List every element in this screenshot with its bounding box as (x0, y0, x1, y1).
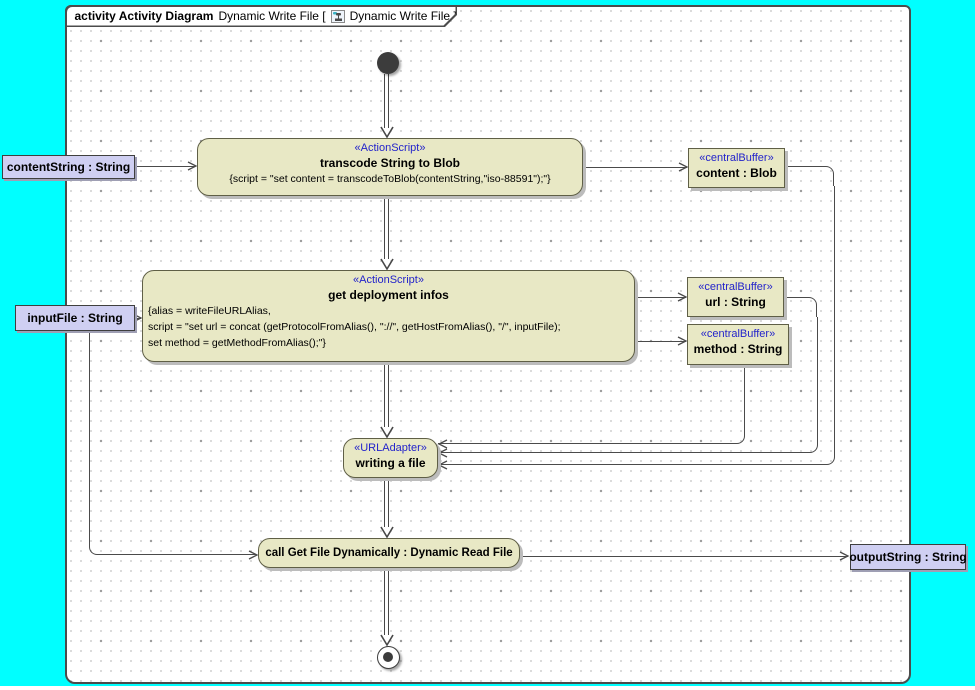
object-flow-method-to-writing[interactable] (438, 365, 745, 444)
canvas-edge-strip (0, 686, 975, 690)
stereotype-label: «URLAdapter» (354, 442, 427, 454)
frame-heading-tab[interactable]: activity Activity Diagram Dynamic Write … (65, 5, 457, 27)
arrowhead-left-icon (437, 448, 448, 458)
action-name: get deployment infos (328, 288, 449, 302)
object-flow-deployment-to-url[interactable] (635, 297, 686, 298)
arrowhead-left-icon (437, 439, 448, 449)
arrowhead-right-icon (677, 336, 688, 346)
arrowhead-down-icon (380, 634, 394, 647)
action-script-line: set method = getMethodFromAlias();"} (148, 337, 326, 349)
control-flow-deployment-to-writing[interactable] (384, 362, 389, 427)
action-get-deployment-infos[interactable]: «ActionScript» get deployment infos {ali… (142, 270, 635, 362)
url-adapter-writing-a-file[interactable]: «URLAdapter» writing a file (343, 438, 438, 478)
arrowhead-down-icon (380, 426, 394, 439)
final-node-dot (382, 651, 393, 662)
action-name: call Get File Dynamically : Dynamic Read… (265, 547, 513, 559)
activity-final-node[interactable] (377, 646, 400, 669)
pin-label: outputString : String (849, 550, 967, 564)
buffer-name: method : String (693, 342, 783, 356)
buffer-name: url : String (705, 295, 766, 309)
arrowhead-right-icon (248, 550, 259, 560)
activity-diagram-icon (331, 10, 345, 23)
arrowhead-down-icon (380, 258, 394, 271)
object-flow-inputfile-to-deployment[interactable] (135, 318, 141, 319)
object-flow-url-to-writing[interactable] (438, 317, 818, 453)
frame-heading-diagram-name: Dynamic Write File [ (218, 9, 326, 23)
stereotype-label: «ActionScript» (354, 142, 426, 154)
object-node-inputfile[interactable]: inputFile : String (15, 305, 135, 331)
arrowhead-down-icon (380, 526, 394, 539)
central-buffer-method[interactable]: «centralBuffer» method : String (687, 324, 789, 365)
control-flow-initial-to-transcode[interactable] (384, 74, 389, 128)
central-buffer-content[interactable]: «centralBuffer» content : Blob (688, 148, 785, 188)
arrowhead-right-icon (678, 162, 689, 172)
action-script-text: {script = "set content = transcodeToBlob… (229, 173, 551, 185)
pin-label: contentString : String (6, 160, 131, 174)
arrowhead-right-icon (187, 161, 198, 171)
arrowhead-right-icon (677, 292, 688, 302)
object-flow-inputfile-to-call[interactable] (89, 331, 256, 555)
stereotype-label: «centralBuffer» (698, 281, 773, 293)
initial-node[interactable] (377, 52, 399, 74)
action-script-line: {alias = writeFileURLAlias, (148, 305, 271, 317)
object-flow-transcode-to-content[interactable] (583, 167, 687, 168)
action-name: transcode String to Blob (319, 156, 460, 170)
object-flow-deployment-to-method[interactable] (635, 341, 686, 342)
pin-label: inputFile : String (27, 311, 123, 325)
action-script-line: script = "set url = concat (getProtocolF… (148, 321, 561, 333)
object-node-contentstring[interactable]: contentString : String (2, 155, 135, 179)
control-flow-writing-to-call[interactable] (384, 478, 389, 527)
arrowhead-down-icon (380, 126, 394, 139)
control-flow-transcode-to-deployment[interactable] (384, 197, 389, 259)
frame-heading-frame-name: Dynamic Write File ] (349, 9, 457, 23)
buffer-name: content : Blob (696, 166, 777, 180)
object-flow-content-to-writing[interactable] (785, 166, 834, 186)
stereotype-label: «centralBuffer» (699, 152, 774, 164)
central-buffer-url[interactable]: «centralBuffer» url : String (687, 277, 784, 317)
object-flow-call-to-outputstring[interactable] (519, 556, 848, 557)
object-flow-contentstring-to-transcode[interactable] (135, 166, 195, 167)
object-flow-url-to-writing[interactable] (784, 297, 817, 317)
arrowhead-right-icon (132, 313, 143, 323)
call-behavior-action-dynamic-read-file[interactable]: call Get File Dynamically : Dynamic Read… (258, 538, 520, 568)
action-name: writing a file (355, 456, 426, 470)
control-flow-call-to-final[interactable] (384, 568, 389, 635)
arrowhead-left-icon (437, 460, 448, 470)
stereotype-label: «ActionScript» (353, 274, 424, 286)
arrowhead-right-icon (839, 551, 850, 561)
frame-heading-keyword: activity Activity Diagram (74, 9, 214, 23)
stereotype-label: «centralBuffer» (700, 328, 776, 340)
object-flow-content-to-writing[interactable] (438, 186, 835, 465)
action-transcode-string-to-blob[interactable]: «ActionScript» transcode String to Blob … (197, 138, 583, 196)
object-node-outputstring[interactable]: outputString : String (849, 544, 967, 570)
